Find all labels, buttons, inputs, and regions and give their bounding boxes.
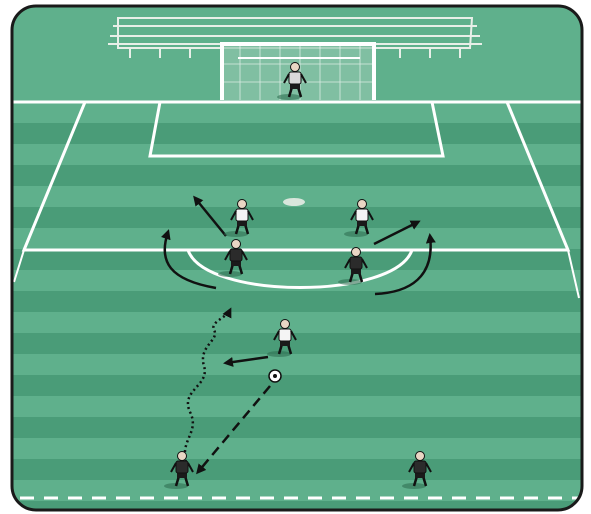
penalty-spot	[283, 198, 305, 206]
pitch-stripe	[0, 501, 591, 514]
pitch-stripe	[0, 291, 591, 312]
pitch-stripe	[0, 333, 591, 354]
pitch-stripe	[0, 165, 591, 186]
pitch-stripe	[0, 123, 591, 144]
ball	[269, 370, 281, 382]
pitch-stripe	[0, 249, 591, 270]
pitch-stripe	[0, 207, 591, 228]
pitch-stripe	[0, 459, 591, 480]
pitch-stripe	[0, 417, 591, 438]
pitch-stripe	[0, 375, 591, 396]
